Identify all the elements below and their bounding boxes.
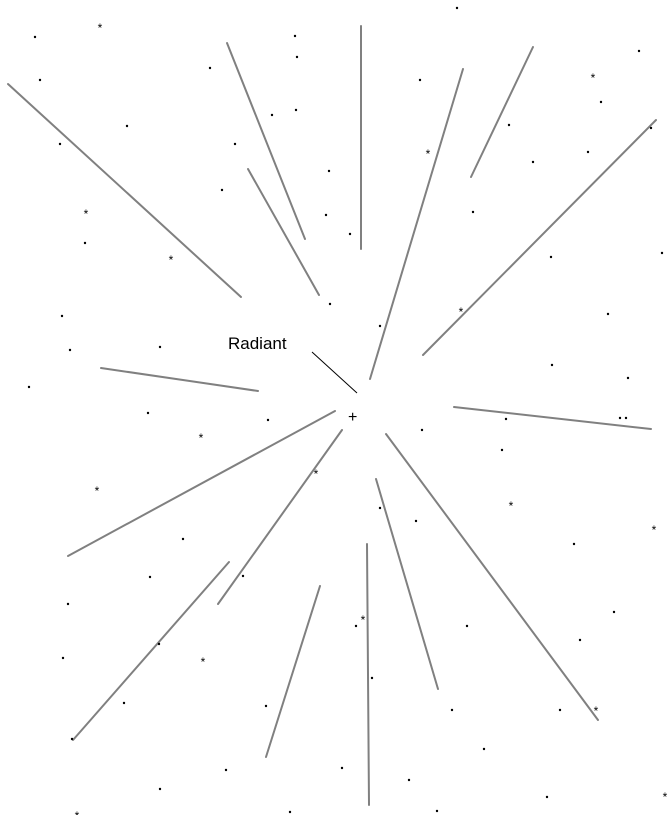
background-star-2: * xyxy=(591,71,596,85)
radiant-label: Radiant xyxy=(228,334,287,353)
background-dot-34 xyxy=(627,377,629,379)
background-dot-13 xyxy=(508,124,510,126)
background-dot-62 xyxy=(483,748,485,750)
background-dot-14 xyxy=(650,127,652,129)
background-dot-52 xyxy=(466,625,468,627)
background-dot-11 xyxy=(295,109,297,111)
background-star-7: * xyxy=(199,431,204,445)
background-dot-26 xyxy=(661,252,663,254)
background-star-5: * xyxy=(169,253,174,267)
background-dot-41 xyxy=(421,429,423,431)
background-dot-53 xyxy=(158,643,160,645)
background-dot-7 xyxy=(419,79,421,81)
background-dot-30 xyxy=(379,325,381,327)
background-dot-8 xyxy=(39,79,41,81)
background-dot-23 xyxy=(349,233,351,235)
background-star-8: * xyxy=(314,467,319,481)
background-dot-39 xyxy=(619,417,621,419)
background-dot-59 xyxy=(451,709,453,711)
background-dot-42 xyxy=(501,449,503,451)
background-dot-20 xyxy=(221,189,223,191)
background-dot-33 xyxy=(551,364,553,366)
background-dot-54 xyxy=(62,657,64,659)
background-star-16: * xyxy=(75,809,80,815)
background-dot-4 xyxy=(638,50,640,52)
background-dot-29 xyxy=(61,315,63,317)
background-dot-31 xyxy=(69,349,71,351)
background-dot-60 xyxy=(559,709,561,711)
background-dot-47 xyxy=(149,576,151,578)
background-dot-43 xyxy=(379,507,381,509)
background-dot-17 xyxy=(532,161,534,163)
background-star-12: * xyxy=(361,613,366,627)
background-dot-67 xyxy=(546,796,548,798)
background-dot-25 xyxy=(550,256,552,258)
background-dot-22 xyxy=(472,211,474,213)
background-dot-50 xyxy=(613,611,615,613)
background-star-4: * xyxy=(84,207,89,221)
background-star-10: * xyxy=(509,499,514,513)
background-dot-24 xyxy=(84,242,86,244)
background-dot-56 xyxy=(371,677,373,679)
background-dot-65 xyxy=(408,779,410,781)
background-dot-37 xyxy=(267,419,269,421)
background-dot-27 xyxy=(329,303,331,305)
background-dot-45 xyxy=(182,538,184,540)
background-dot-1 xyxy=(456,7,458,9)
background-dot-19 xyxy=(328,170,330,172)
background-dot-57 xyxy=(123,702,125,704)
background-dot-61 xyxy=(71,738,73,740)
background-dot-64 xyxy=(341,767,343,769)
background-dot-3 xyxy=(294,35,296,37)
background-dot-12 xyxy=(126,125,128,127)
background-dot-18 xyxy=(587,151,589,153)
background-star-3: * xyxy=(426,147,431,161)
background-star-1: * xyxy=(98,21,103,35)
background-dot-58 xyxy=(265,705,267,707)
background-dot-63 xyxy=(225,769,227,771)
background-dot-15 xyxy=(59,143,61,145)
background-star-9: * xyxy=(95,484,100,498)
background-star-13: * xyxy=(201,655,206,669)
background-dot-32 xyxy=(159,346,161,348)
background-dot-66 xyxy=(159,788,161,790)
background-dot-21 xyxy=(325,214,327,216)
background-dot-28 xyxy=(607,313,609,315)
background-dot-46 xyxy=(573,543,575,545)
background-dot-6 xyxy=(209,67,211,69)
background-dot-44 xyxy=(415,520,417,522)
background-dot-55 xyxy=(579,639,581,641)
background-dot-9 xyxy=(600,101,602,103)
background-dot-49 xyxy=(67,603,69,605)
background-dot-51 xyxy=(355,625,357,627)
background-dot-5 xyxy=(296,56,298,58)
radiant-marker: + xyxy=(348,409,357,426)
background-dot-10 xyxy=(271,114,273,116)
background-dot-40 xyxy=(625,417,627,419)
background-dot-36 xyxy=(147,412,149,414)
background-star-15: * xyxy=(663,790,668,804)
background-dot-16 xyxy=(234,143,236,145)
background-star-6: * xyxy=(459,305,464,319)
background-dot-68 xyxy=(289,811,291,813)
background-dot-2 xyxy=(34,36,36,38)
background-star-11: * xyxy=(652,523,657,537)
background-dot-38 xyxy=(505,418,507,420)
background-dot-48 xyxy=(242,575,244,577)
background-star-14: * xyxy=(594,704,599,718)
background-dot-35 xyxy=(28,386,30,388)
background-dot-69 xyxy=(436,810,438,812)
